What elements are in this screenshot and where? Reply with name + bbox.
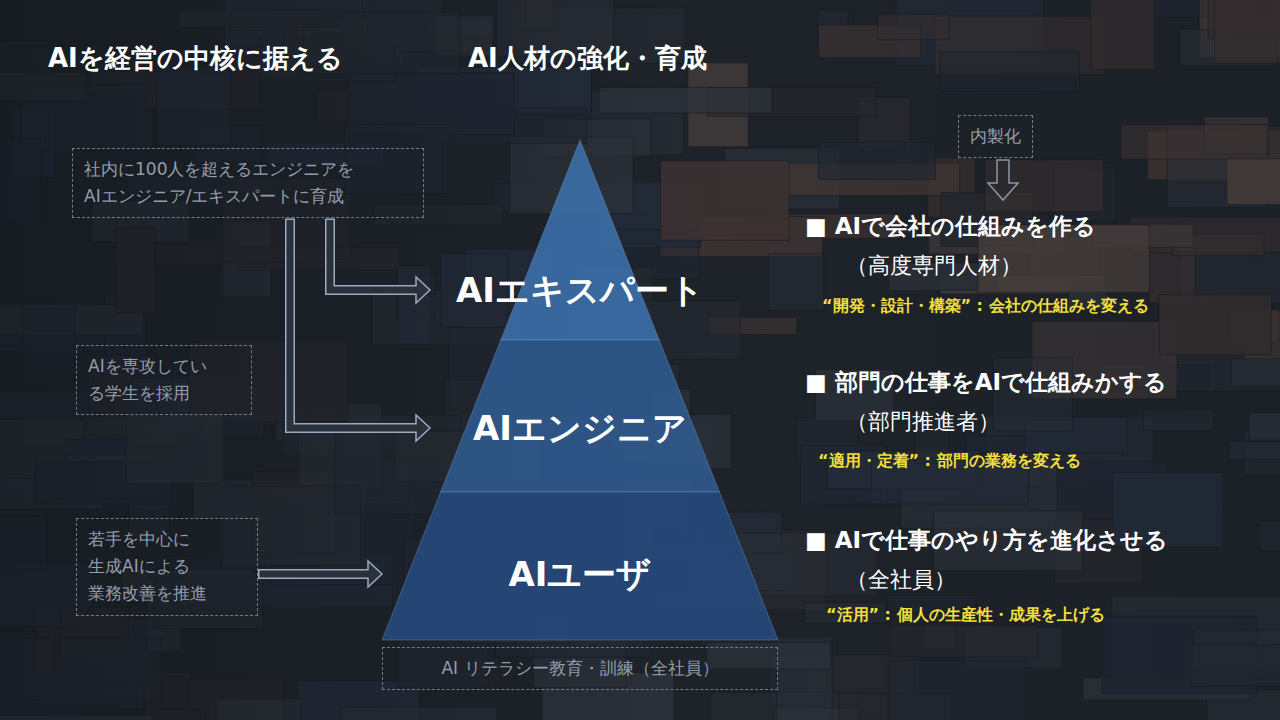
dashed-base-box: AI リテラシー教育・訓練（全社員） [382,647,778,690]
tier-label: AIユーザ [509,552,652,596]
note-text: AIを専攻してい る学生を採用 [88,353,240,407]
dashed-note-box: 若手を中心に 生成AIによる 業務改善を推進 [76,518,258,616]
role-label: （高度専門人材） [846,252,1022,281]
hollow-arrow [258,561,382,587]
down-arrow [988,160,1018,200]
arrow-inner [260,571,372,578]
dashed-note-box: 社内に100人を超えるエンジニアを AIエンジニア/エキスパートに育成 [72,148,424,218]
band-fill [441,340,720,492]
role-label: （全社員） [846,566,956,595]
note-text: 社内に100人を超えるエンジニアを AIエンジニア/エキスパートに育成 [84,156,412,210]
hollow-arrow [290,218,430,441]
slide-title: AIを経営の中核に据える [48,42,343,76]
arrow-inner [290,220,419,428]
slide-subtitle: AI人材の強化・育成 [468,42,707,76]
tier-label: AIエンジニア [473,406,687,450]
hollow-arrow [330,218,430,303]
pyramid-band-bottom: AIユーザ [382,492,778,640]
pyramid-band-middle: AIエンジニア [430,340,730,492]
dashed-tag-box: 内製化 [958,115,1033,158]
role-label: （部門推進者） [846,408,1000,437]
band-fill [382,492,778,640]
pyramid-band-top: AIエキスパート [430,140,730,340]
dashed-note-box: AIを専攻してい る学生を採用 [76,345,252,415]
note-text: 若手を中心に 生成AIによる 業務改善を推進 [88,526,246,608]
highlight-note: “適用・定着” : 部門の業務を変える [818,451,1081,472]
highlight-note: “開発・設計・構築” : 会社の仕組みを変える [822,296,1149,317]
arrow-outline [330,218,417,290]
bullet-heading: ■ AIで仕事のやり方を進化させる [805,526,1168,556]
highlight-note: “活用” : 個人の生産性・成果を上げる [826,605,1105,626]
tier-label: AIエキスパート [456,268,704,312]
bullet-heading: ■ 部門の仕事をAIで仕組みかする [805,368,1167,398]
note-text: AI リテラシー教育・訓練（全社員） [394,655,766,682]
arrow-outline [290,218,417,428]
arrow-inner [330,220,419,290]
note-text: 内製化 [970,123,1021,150]
bullet-heading: ■ AIで会社の仕組みを作る [805,212,1096,242]
